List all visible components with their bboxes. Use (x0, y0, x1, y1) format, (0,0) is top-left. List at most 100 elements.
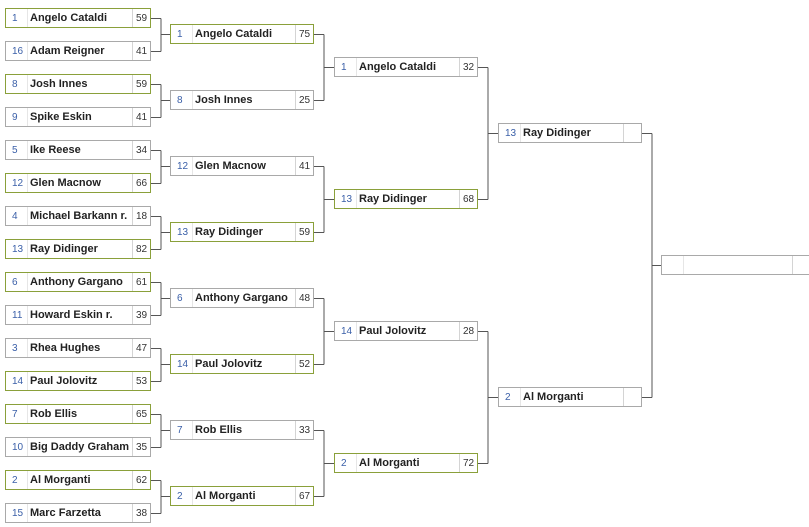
team-score: 41 (295, 157, 313, 175)
team-score: 59 (295, 223, 313, 241)
team-seed: 2 (335, 454, 357, 472)
team-seed: 4 (6, 207, 28, 225)
team-name: Al Morganti (195, 490, 256, 502)
team-seed: 13 (499, 124, 521, 142)
team-seed: 2 (499, 388, 521, 406)
team-name: Rob Ellis (30, 408, 78, 420)
team-score: 33 (295, 421, 313, 439)
team-score: 38 (132, 504, 150, 522)
team-name: Michael Barkann r. (30, 210, 128, 222)
team-score: 35 (132, 438, 150, 456)
team-name: Al Morganti (30, 474, 91, 486)
team-seed: 7 (6, 405, 28, 423)
team-seed: 13 (335, 190, 357, 208)
team-seed: 6 (171, 289, 193, 307)
team-score (623, 388, 641, 406)
team-score: 25 (295, 91, 313, 109)
team-seed: 13 (6, 240, 28, 258)
team-seed: 8 (171, 91, 193, 109)
team-seed: 14 (335, 322, 357, 340)
team-seed: 2 (6, 471, 28, 489)
team-name: Anthony Gargano (195, 292, 288, 304)
team-name: Ray Didinger (359, 193, 427, 205)
team-seed (662, 256, 684, 274)
team-score: 59 (132, 9, 150, 27)
team-score: 62 (132, 471, 150, 489)
team-name: Howard Eskin r. (30, 309, 113, 321)
team-name: Rob Ellis (195, 424, 243, 436)
team-seed: 2 (171, 487, 193, 505)
team-score: 75 (295, 25, 313, 43)
team-name: Angelo Cataldi (195, 28, 273, 40)
team-name: Anthony Gargano (30, 276, 123, 288)
team-name: Ike Reese (30, 144, 81, 156)
team-name: Ray Didinger (523, 127, 591, 139)
team-score: 32 (459, 58, 477, 76)
team-name: Josh Innes (195, 94, 253, 106)
team-score (623, 124, 641, 142)
team-name: Angelo Cataldi (30, 12, 108, 24)
team-score (792, 256, 809, 274)
champion-slot[interactable] (661, 255, 809, 275)
team-seed: 6 (6, 273, 28, 291)
team-score: 39 (132, 306, 150, 324)
team-score: 68 (459, 190, 477, 208)
team-seed: 14 (171, 355, 193, 373)
team-seed: 16 (6, 42, 28, 60)
team-score: 28 (459, 322, 477, 340)
team-name: Al Morganti (523, 391, 584, 403)
team-name: Glen Macnow (195, 160, 266, 172)
team-name: Rhea Hughes (30, 342, 101, 354)
team-seed: 13 (171, 223, 193, 241)
team-score: 53 (132, 372, 150, 390)
team-score: 66 (132, 174, 150, 192)
team-name: Adam Reigner (30, 45, 105, 57)
team-name: Paul Jolovitz (195, 358, 263, 370)
team-seed: 15 (6, 504, 28, 522)
team-score: 59 (132, 75, 150, 93)
team-score: 34 (132, 141, 150, 159)
team-name: Paul Jolovitz (30, 375, 98, 387)
team-name: Glen Macnow (30, 177, 101, 189)
team-seed: 3 (6, 339, 28, 357)
team-score: 18 (132, 207, 150, 225)
team-seed: 8 (6, 75, 28, 93)
team-seed: 10 (6, 438, 28, 456)
team-score: 47 (132, 339, 150, 357)
team-name: Paul Jolovitz (359, 325, 427, 337)
team-name: Josh Innes (30, 78, 88, 90)
team-seed: 1 (6, 9, 28, 27)
